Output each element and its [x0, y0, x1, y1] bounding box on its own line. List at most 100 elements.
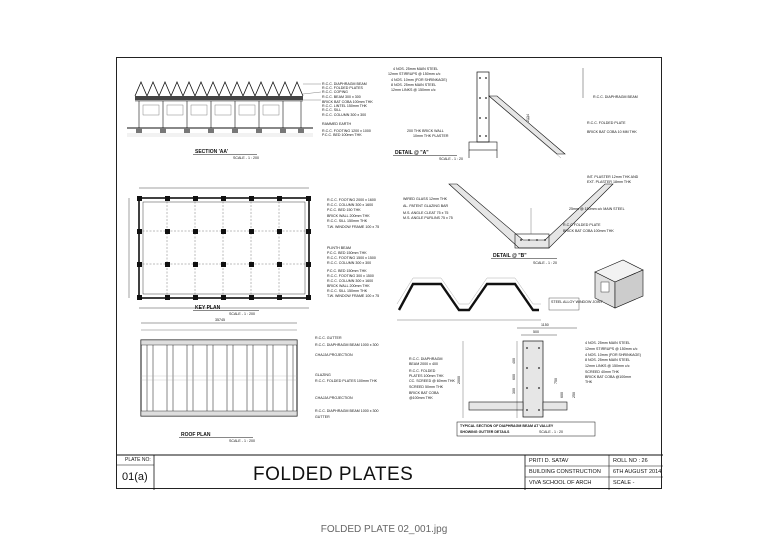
- section-aa-label: R.C.C. BEAM 300 x 300: [322, 95, 361, 99]
- roof-plan-title: ROOF PLAN: [181, 432, 211, 438]
- valley-dim: 500: [533, 330, 539, 334]
- scale-label: SCALE -: [613, 480, 635, 486]
- section-aa-label: R.C.C. COLUMN 300 x 300: [322, 113, 366, 117]
- key-plan-label: R.C.C. FOOTING 2000 x 1600: [327, 198, 376, 202]
- section-aa-label: R.C.C. COPING: [322, 90, 348, 94]
- section-aa-label: R.C.C. DIAPHRAGM BEAM: [322, 82, 367, 86]
- detail-b-label: INT. PLASTER 12mm THK AND: [587, 175, 639, 179]
- valley-dim: 1150: [541, 323, 549, 327]
- detail-b-label: WIRED GLASS 12mm THK: [403, 197, 448, 201]
- section-aa-label: R.C.C. LINTEL 150mm THK: [322, 104, 368, 108]
- valley-dim: 750: [554, 378, 558, 384]
- roof-plan-dim: 35745: [215, 318, 225, 322]
- valley-dims-v: 2000 400 600 300 750 600 250: [457, 358, 576, 398]
- detail-b-label: 25mm @ 150mm c/c MAIN STEEL: [569, 207, 625, 211]
- date: 6TH AUGUST 2014: [613, 469, 662, 475]
- roof-plan: 35745 R.C.C. GUTTER R.C.C. DIAPHRAGM BEA…: [140, 318, 379, 443]
- valley-label: R.C.C. DIAPHRAGM: [409, 357, 443, 361]
- valley-dim: 600: [512, 374, 516, 380]
- detail-a-label: R.C.C. DIAPHRAGM BEAM: [593, 95, 638, 99]
- key-plan-title: KEY PLAN: [195, 305, 221, 311]
- school: VIVA SCHOOL OF ARCH: [529, 480, 592, 486]
- valley-label: 8 NOS. 25mm MAIN STEEL: [585, 358, 630, 362]
- roof-plan-scale: SCALE - 1 : 200: [229, 439, 255, 443]
- drawing-sheet: R.C.C. DIAPHRAGM BEAM R.C.C. FOLDED PLAT…: [116, 57, 663, 490]
- valley-label: 4 NOS. 25mm MAIN STEEL: [585, 341, 630, 345]
- detail-a-scale: SCALE - 1 : 20: [439, 157, 463, 161]
- valley-label: THK: [585, 380, 593, 384]
- key-plan-label: T.W. WINDOW FRAME 100 x 75: [327, 225, 379, 229]
- valley-label: CC. SCREED @ 60mm THK: [409, 379, 456, 383]
- valley-subtitle: SHOWING GUTTER DETAILS: [460, 430, 510, 434]
- image-caption: FOLDED PLATE 02_001.jpg: [320, 524, 448, 535]
- detail-a-labels: 4 NOS. 25mm MAIN STEEL 12mm STIRRUPS @ 1…: [388, 67, 638, 138]
- valley-label: 12mm STIRRUPS @ 150mm c/c: [585, 347, 638, 351]
- roof-plan-label: GUTTER: [315, 415, 330, 419]
- detail-b-title: DETAIL @ "B": [493, 253, 527, 259]
- roof-plan-label: CHAJJA PROJECTION: [315, 353, 353, 357]
- plate-no-label: PLATE NO:: [125, 457, 151, 463]
- valley-label: BEAM 2000 x 400: [409, 362, 438, 366]
- section-aa-labels: R.C.C. DIAPHRAGM BEAM R.C.C. FOLDED PLAT…: [322, 82, 373, 137]
- roof-plan-label: GLAZING: [315, 373, 331, 377]
- detail-a-title: DETAIL @ "A": [395, 150, 429, 156]
- detail-b: WIRED GLASS 12mm THK AL. PATENT GLAZING …: [403, 175, 639, 265]
- detail-b-label: R.C.C FOLDED PLATE: [563, 223, 601, 227]
- roof-plan-label: CHAJJA PROJECTION: [315, 396, 353, 400]
- folded-plate-profile: [396, 277, 541, 321]
- detail-a: 2134 4 NOS. 25mm MAIN STEEL 12mm STIRRUP…: [388, 67, 638, 161]
- section-aa-label: R.C.C. FOOTING 1200 x 1000: [322, 129, 371, 133]
- detail-b-label: AL. PATENT GLAZING BAR: [403, 204, 449, 208]
- valley-title: TYPICAL SECTION OF DIAPHRAGM BEAM AT VAL…: [460, 424, 554, 428]
- valley-dim: 400: [512, 358, 516, 364]
- detail-a-label: 12mm LINKS @ 150mm c/c: [391, 88, 436, 92]
- steel-alloy-label: STEEL ALLOY WINDOW JOINT: [551, 300, 604, 304]
- key-plan-label: P.C.C. BED 150 THK: [327, 208, 361, 212]
- valley-label: BRICK BAT COBA: [409, 391, 439, 395]
- roof-plan-label: R.C.C. DIAPHRAGM BEAM 1000 x 300: [315, 409, 379, 413]
- valley-label: 4 NOS. 10mm (FOR SHRINKAGE): [585, 353, 641, 357]
- section-aa-label: BRICK BAT COBA 100mm THK: [322, 100, 373, 104]
- valley-label: @100mm THK: [409, 396, 433, 400]
- roof-plan-label: R.C.C. FOLDED PLATES 100mm THK: [315, 379, 378, 383]
- valley-label: PLATES 100mm THK: [409, 374, 444, 378]
- valley-label: BRICK BAT COBA @100mm: [585, 375, 631, 379]
- section-aa-label: R.C.C. FOLDED PLATES: [322, 86, 363, 90]
- valley-dim: 2000: [457, 376, 461, 384]
- title-block-grid: [117, 454, 663, 490]
- subject: BUILDING CONSTRUCTION: [529, 469, 601, 475]
- key-plan-label: T.W. WINDOW FRAME 100 x 75: [327, 294, 379, 298]
- drawing-canvas: R.C.C. DIAPHRAGM BEAM R.C.C. FOLDED PLAT…: [117, 67, 663, 490]
- key-plan-label: R.C.C. COLUMN 300 x 1600: [327, 203, 373, 207]
- key-plan-label: BRICK WALL 200mm THK: [327, 214, 370, 218]
- detail-a-label: 4 NOS. 25mm MAIN STEEL: [393, 67, 438, 71]
- valley-dim: 300: [512, 388, 516, 394]
- detail-b-label: EXT. PLASTER 18mm THK: [587, 180, 632, 184]
- key-plan-label: PLINTH BEAM: [327, 246, 351, 250]
- detail-a-label: 4 NOS. 10mm (FOR SHRINKAGE): [391, 78, 447, 82]
- valley-labels-right: 4 NOS. 25mm MAIN STEEL 12mm STIRRUPS @ 1…: [585, 341, 641, 384]
- key-plan-label: P.C.C. BED 150mm THK: [327, 269, 367, 273]
- roof-plan-label: R.C.C. DIAPHRAGM BEAM 1000 x 300: [315, 343, 379, 347]
- detail-a-label: 12mm STIRRUPS @ 150mm c/c: [388, 72, 441, 76]
- section-aa-title: SECTION 'AA': [195, 149, 228, 155]
- detail-b-labels: WIRED GLASS 12mm THK AL. PATENT GLAZING …: [403, 175, 639, 233]
- section-aa-label: P.C.C. BED 100mm THK: [322, 133, 362, 137]
- key-plan-scale: SCALE - 1 : 200: [229, 312, 255, 316]
- key-plan-labels: R.C.C. FOOTING 2000 x 1600 R.C.C. COLUMN…: [327, 198, 379, 298]
- detail-b-label: M.S. ANGLE CLEAT 75 x 75: [403, 211, 448, 215]
- valley-labels-left: R.C.C. DIAPHRAGM BEAM 2000 x 400 R.C.C. …: [409, 357, 456, 400]
- detail-b-label: BRICK BAT COBA 100mm THK: [563, 229, 614, 233]
- roof-plan-label: R.C.C. GUTTER: [315, 336, 342, 340]
- detail-a-label: 10mm THK PLASTER: [413, 134, 449, 138]
- section-aa-label: RAMMED EARTH: [322, 122, 351, 126]
- key-plan-label: BRICK WALL 200mm THK: [327, 284, 370, 288]
- key-plan-label: R.C.C. COLUMN 300 x 300: [327, 261, 371, 265]
- roll-no: ROLL NO : 26: [613, 458, 648, 464]
- valley-dim: 250: [572, 392, 576, 398]
- detail-b-scale: SCALE - 1 : 20: [533, 261, 557, 265]
- key-plan: R.C.C. FOOTING 2000 x 1600 R.C.C. COLUMN…: [128, 187, 379, 316]
- valley-scale: SCALE - 1 : 20: [539, 430, 563, 434]
- detail-a-label: 8 NOS. 25mm MAIN STEEL: [391, 83, 436, 87]
- detail-a-label: BRICK BAT COBA 10 MM THK: [587, 130, 637, 134]
